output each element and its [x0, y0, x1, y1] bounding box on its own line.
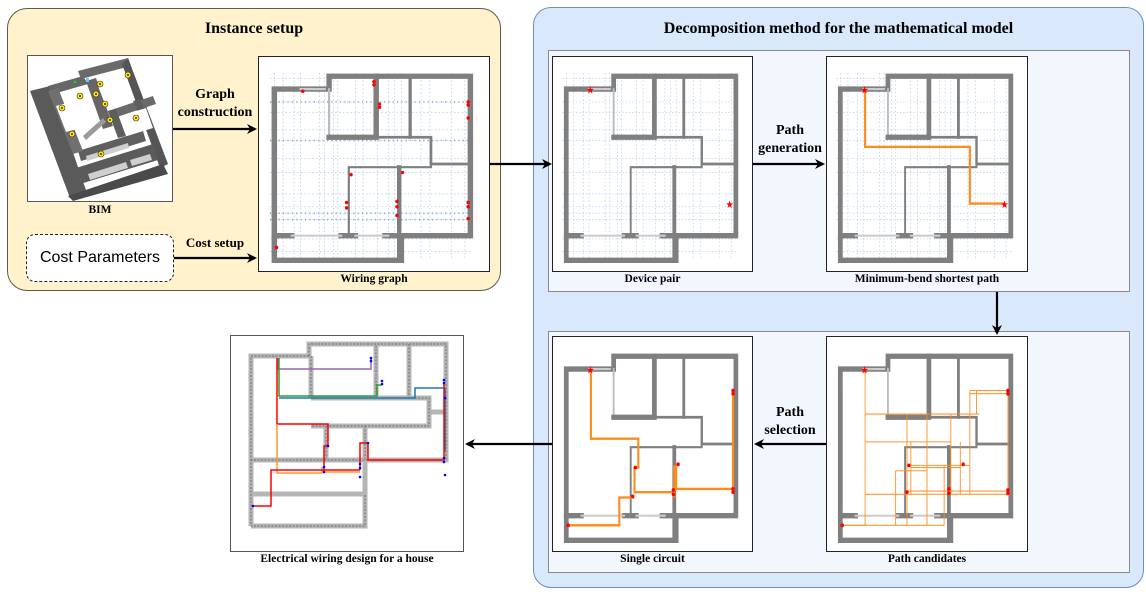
path-candidates-caption: Path candidates: [887, 553, 967, 565]
device-pair-caption: Device pair: [624, 273, 681, 285]
decomposition-title: Decomposition method for the mathematica…: [663, 20, 1014, 37]
electrical-design-image: [230, 335, 464, 552]
device-pair-image: ★ ★: [552, 56, 753, 272]
device-star-start: ★: [586, 85, 594, 97]
graph-construction-label: Graph construction: [177, 87, 253, 120]
svg-text:★: ★: [860, 365, 869, 377]
single-circuit-image: ★: [552, 336, 753, 552]
cost-parameters-label: Cost Parameters: [39, 249, 161, 266]
device-markers: [274, 79, 470, 250]
path-generation-label: Path generation: [758, 123, 822, 156]
device-star-end: ★: [725, 199, 733, 211]
bim-image: [27, 55, 173, 202]
path-selection-label: Path selection: [764, 405, 816, 438]
wiring-graph-caption: Wiring graph: [340, 273, 408, 285]
min-bend-path-image: ★ ★: [826, 56, 1028, 272]
bim-3d-model-illustration: [30, 58, 168, 201]
path-candidates-image: ★: [826, 336, 1028, 552]
path-candidates-floorplan: ★: [827, 337, 1027, 551]
bim-caption: BIM: [88, 204, 112, 216]
device-star-start: ★: [860, 85, 869, 97]
shortest-path-line: [864, 90, 1006, 205]
wiring-graph-image: [258, 56, 490, 272]
wiring-graph-floorplan: [269, 72, 489, 271]
min-bend-floorplan: ★ ★: [836, 72, 1027, 271]
single-circuit-caption: Single circuit: [620, 553, 685, 565]
instance-setup-title: Instance setup: [204, 20, 304, 37]
cost-parameters-box: Cost Parameters: [26, 234, 174, 282]
cost-setup-label: Cost setup: [185, 235, 245, 250]
device-star-end: ★: [1000, 199, 1009, 211]
min-bend-caption: Minimum-bend shortest path: [854, 273, 1000, 285]
device-pair-floorplan: ★ ★: [562, 72, 752, 271]
electrical-design-caption: Electrical wiring design for a house: [260, 553, 434, 565]
electrical-design-floorplan: [248, 341, 449, 529]
svg-text:★: ★: [586, 365, 594, 377]
candidate-paths: [842, 369, 1011, 526]
single-circuit-floorplan: ★: [553, 337, 752, 551]
device-points: [251, 356, 447, 508]
selected-circuit: [568, 370, 735, 527]
